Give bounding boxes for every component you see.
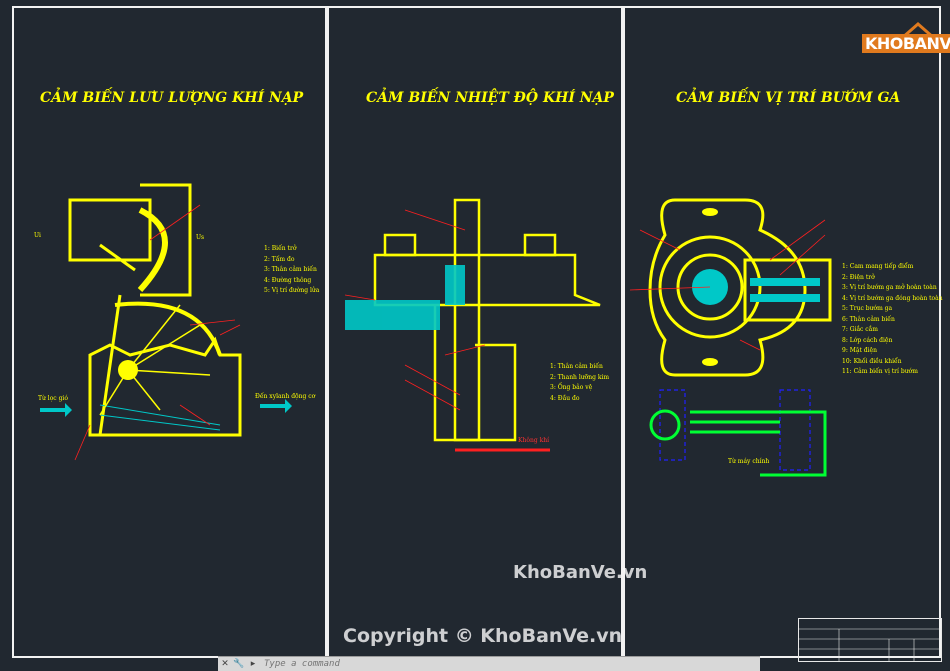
legend-item: 4: Đường thông: [264, 276, 312, 284]
outlet-label: Đến xylanh động cơ: [255, 393, 316, 400]
command-line-bar: ✕ 🔧 ▸: [218, 656, 760, 671]
legend-item: 7: Giắc cắm: [842, 326, 878, 333]
watermark-center: KhoBanVe.vn: [513, 562, 648, 583]
air-label: Không khí: [518, 437, 549, 444]
legend-air-flow: 1: Biến trở 2: Tấm đo 3: Thân cảm biến 4…: [264, 244, 319, 297]
legend-item: 5: Vị trí đường lửa: [264, 287, 320, 294]
legend-item: 11: Cảm biến vị trí bướm: [842, 368, 918, 375]
panel-title-intake-temp: CẢM BIẾN NHIỆT ĐỘ KHÍ NẠP: [366, 90, 614, 106]
inlet-label: Từ lọc gió: [38, 395, 68, 402]
legend-item: 3: Vị trí bướm ga mở hoàn toàn: [842, 284, 937, 291]
legend-item: 9: Mặt điện: [842, 347, 877, 354]
legend-item: 8: Lớp cách điện: [842, 336, 893, 344]
legend-item: 4: Đầu đo: [550, 394, 580, 402]
legend-item: 2: Tấm đo: [264, 255, 295, 263]
panel-title-throttle-position: CẢM BIẾN VỊ TRÍ BƯỚM GA: [676, 90, 901, 106]
legend-item: 2: Thanh lưỡng kim: [550, 373, 610, 381]
legend-item: 1: Thân cảm biến: [550, 363, 603, 370]
legend-item: 3: Ống bảo vệ: [550, 384, 593, 391]
legend-intake-temp: 1: Thân cảm biến 2: Thanh lưỡng kim 3: Ố…: [550, 362, 609, 404]
terminal-label-ui: Ui: [34, 232, 41, 239]
legend-item: 1: Cam mang tiếp điểm: [842, 263, 914, 270]
house-icon: [901, 22, 935, 40]
panel-title-air-flow: CẢM BIẾN LƯU LƯỢNG KHÍ NẠP: [40, 90, 304, 106]
logo-text: KHOBANVE: [862, 34, 950, 53]
legend-item: 3: Thân cảm biến: [264, 266, 317, 273]
drawing-title-block: [798, 618, 942, 662]
prompt-icon[interactable]: ▸: [250, 659, 256, 669]
legend-item: 1: Biến trở: [264, 245, 297, 252]
drawing-panel-throttle-position-sensor: [623, 6, 941, 658]
intake-temp-sensor-drawing: [344, 198, 601, 452]
legend-item: 6: Thân cảm biến: [842, 315, 895, 323]
supply-label: Từ máy chính: [728, 458, 770, 465]
legend-item: 10: Khối điều khiển: [842, 357, 902, 365]
close-icon[interactable]: ✕: [221, 659, 229, 669]
legend-item: 4: Vị trí bướm ga đóng hoàn toàn: [842, 294, 943, 302]
air-flow-sensor-drawing: [40, 183, 292, 461]
khobanve-logo: KHOBANVE: [852, 20, 950, 60]
throttle-position-sensor-drawing: [629, 198, 832, 477]
terminal-label-us: Us: [196, 234, 205, 241]
command-input[interactable]: [260, 659, 668, 669]
drawing-panel-air-flow-sensor: [12, 6, 327, 658]
legend-item: 5: Trục bướm ga: [842, 305, 893, 312]
wrench-icon[interactable]: 🔧: [233, 659, 245, 669]
legend-item: 2: Điện trở: [842, 273, 875, 281]
watermark-copyright: Copyright © KhoBanVe.vn: [343, 625, 623, 647]
legend-throttle-position: 1: Cam mang tiếp điểm 2: Điện trở 3: Vị …: [842, 262, 943, 378]
